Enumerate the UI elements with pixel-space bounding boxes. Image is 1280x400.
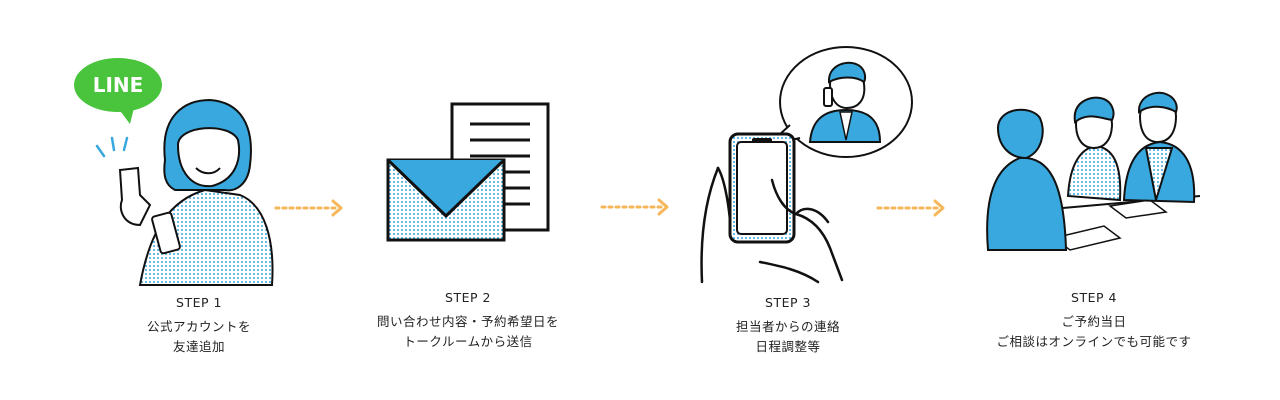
client-man-figure [1122, 91, 1196, 204]
envelope-icon [386, 158, 506, 242]
step-1-label: STEP 1 [176, 295, 222, 310]
hand-figure [700, 166, 844, 284]
step-3-label: STEP 3 [765, 295, 811, 310]
arrow-2-icon [600, 198, 669, 216]
step-2-label: STEP 2 [445, 290, 491, 305]
step-4-label: STEP 4 [1071, 290, 1117, 305]
step-4: STEP 4 ご予約当日 ご相談はオンラインでも可能です [964, 288, 1224, 352]
step-2: STEP 2 問い合わせ内容・予約希望日を トークルームから送信 [338, 288, 598, 352]
step-1: STEP 1 公式アカウントを 友達追加 [69, 293, 329, 357]
step-3: STEP 3 担当者からの連絡 日程調整等 [658, 293, 918, 357]
step4-illustration [986, 91, 1201, 251]
step-3-description-line-1: 担当者からの連絡 [735, 319, 840, 334]
step-1-description-line-1: 公式アカウントを [146, 319, 251, 334]
staff-speech-bubble [767, 46, 913, 158]
smartphone-icon [728, 132, 796, 244]
step-1-description-line-2: 友達追加 [172, 339, 225, 354]
step-3-description-line-2: 日程調整等 [755, 339, 821, 354]
step3-illustration [700, 46, 913, 284]
step1-illustration: LINE [74, 58, 274, 286]
client-woman-figure [1066, 96, 1122, 202]
step2-illustration [386, 102, 550, 242]
phone-handset-icon [823, 87, 833, 107]
step-2-description-line-2: トークルームから送信 [403, 334, 533, 349]
woman-figure [118, 98, 274, 286]
line-speech-bubble-icon: LINE [74, 58, 162, 124]
step-4-description-line-2: ご相談はオンラインでも可能です [996, 334, 1192, 349]
staff-figure-back [986, 108, 1068, 251]
step-4-description-line-1: ご予約当日 [1061, 314, 1127, 329]
arrow-1-icon [274, 199, 343, 217]
sparkle-icon [95, 136, 129, 158]
desk [1039, 195, 1201, 251]
arrow-3-icon [876, 199, 945, 217]
line-badge-text: LINE [93, 73, 144, 97]
step-2-description-line-1: 問い合わせ内容・予約希望日を [376, 314, 559, 329]
